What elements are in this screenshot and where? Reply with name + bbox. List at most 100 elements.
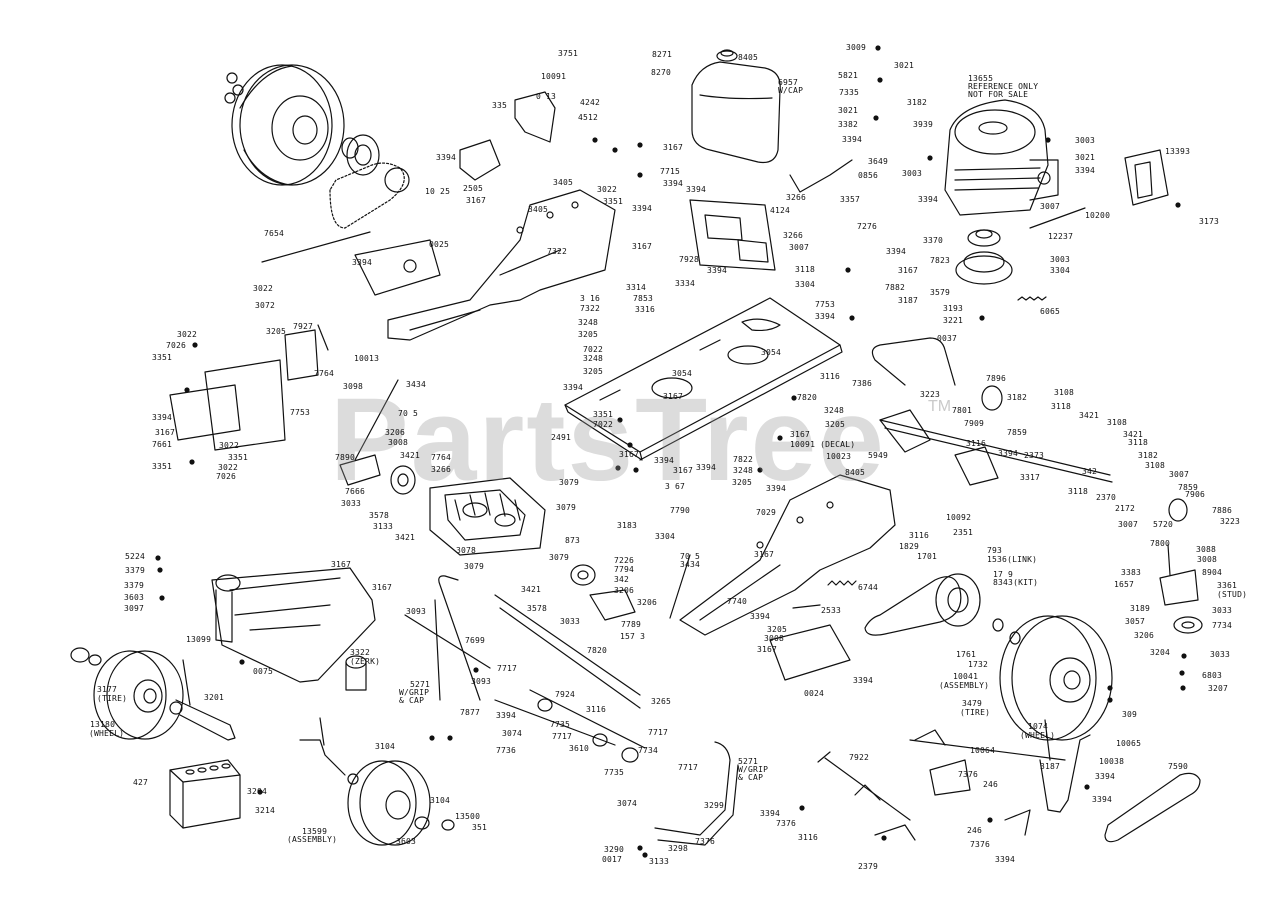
chain-sprocket-small — [384, 167, 410, 193]
part-callout: 13393 — [1165, 147, 1191, 156]
part-callout: 1657 — [1114, 580, 1135, 589]
part-callout: 6803 — [1202, 671, 1223, 680]
part-callout: 1701 — [917, 552, 938, 561]
washer-left — [88, 654, 102, 666]
part-callout: 3054 — [761, 348, 782, 357]
part-callout: 3007 — [1118, 520, 1139, 529]
part-callout: 3394 — [707, 266, 728, 275]
part-callout: 3394 — [436, 153, 457, 162]
part-callout: 7927 — [293, 322, 314, 331]
part-callout: 5720 — [1153, 520, 1174, 529]
spindle-center — [299, 717, 359, 785]
part-callout: 10038 — [1099, 757, 1125, 766]
part-callout: 3394 — [496, 711, 517, 720]
part-callout: 10041 — [953, 672, 979, 681]
part-callout: 2370 — [1096, 493, 1117, 502]
rear-axle-2 — [884, 427, 1113, 483]
idler-pulley — [570, 564, 596, 586]
part-callout: 3394 — [696, 463, 717, 472]
part-callout: 7322 — [547, 247, 568, 256]
part-callout: 3394 — [766, 484, 787, 493]
part-callout: 3206 — [1134, 631, 1155, 640]
rod-long-3 — [404, 614, 491, 669]
part-callout: 8343(KIT) — [993, 578, 1039, 587]
part-callout: 7717 — [648, 728, 669, 737]
part-callout: 3421 — [1079, 411, 1100, 420]
part-callout: 3167 — [790, 430, 811, 439]
part-callout: 3167 — [754, 550, 775, 559]
rear-pulley-right — [1168, 498, 1188, 522]
deck-belt — [1104, 772, 1201, 843]
part-callout: 427 — [133, 778, 149, 787]
part-callout: 2379 — [858, 862, 879, 871]
part-callout: 7823 — [930, 256, 951, 265]
part-callout: 3204 — [1150, 648, 1171, 657]
part-callout: 10 25 — [425, 187, 451, 196]
part-callout: 7026 — [166, 341, 187, 350]
part-callout: 3266 — [786, 193, 807, 202]
part-callout: (TIRE) — [97, 694, 128, 703]
drive-belt — [864, 576, 962, 636]
part-callout: 13655 — [968, 74, 994, 83]
part-callout: 3223 — [1220, 517, 1241, 526]
part-callout: 3351 — [593, 410, 614, 419]
part-callout: 7909 — [964, 419, 985, 428]
part-callout: 7764 — [431, 453, 452, 462]
part-callout: 3223 — [920, 390, 941, 399]
part-callout: 5224 — [125, 552, 146, 561]
part-callout: 3603 — [124, 593, 145, 602]
fuel-line — [789, 159, 853, 193]
part-callout: 7376 — [970, 840, 991, 849]
part-callout: 3182 — [907, 98, 928, 107]
wheel-lug-nuts — [224, 72, 244, 104]
part-callout: 7790 — [670, 506, 691, 515]
spring-6744 — [827, 580, 857, 586]
part-callout: 3298 — [668, 844, 689, 853]
part-callout: 3421 — [395, 533, 416, 542]
part-callout: & CAP — [738, 773, 764, 782]
part-callout: 309 — [1122, 710, 1138, 719]
part-callout: 7022 — [583, 345, 604, 354]
part-callout: 7590 — [1168, 762, 1189, 771]
part-callout: 7906 — [1185, 490, 1206, 499]
part-callout: 3394 — [663, 179, 684, 188]
part-callout: 3116 — [798, 833, 819, 842]
brake-assembly — [1159, 544, 1203, 634]
part-callout: 3405 — [528, 205, 549, 214]
part-callout: 3206 — [614, 586, 635, 595]
lift-arm-2 — [1044, 719, 1051, 761]
part-callout: 3022 — [219, 441, 240, 450]
front-axle — [211, 567, 376, 691]
part-callout: 7789 — [621, 620, 642, 629]
part-callout: 3007 — [1169, 470, 1190, 479]
part-callout: 3394 — [750, 612, 771, 621]
part-callout: 2491 — [551, 433, 572, 442]
part-callout: 3205 — [732, 478, 753, 487]
part-callout: 3939 — [913, 120, 934, 129]
part-callout: 3394 — [1095, 772, 1116, 781]
part-callout: 3207 — [1208, 684, 1229, 693]
part-callout: 3394 — [886, 247, 907, 256]
part-callout: 7736 — [496, 746, 517, 755]
part-callout: 0017 — [602, 855, 623, 864]
part-callout: 3205 — [266, 327, 287, 336]
part-callout: 3088 — [1196, 545, 1217, 554]
part-callout: 3057 — [1125, 617, 1146, 626]
part-callout: 17 9 — [993, 570, 1014, 579]
part-callout: 3118 — [1068, 487, 1089, 496]
part-callout: 3133 — [649, 857, 670, 866]
part-callout: 13180 — [90, 720, 116, 729]
part-callout: 3167 — [466, 196, 487, 205]
part-callout: 5821 — [838, 71, 859, 80]
part-callout: 0 13 — [536, 92, 557, 101]
part-callout: 3351 — [152, 462, 173, 471]
part-callout: 6065 — [1040, 307, 1061, 316]
part-callout: 342 — [614, 575, 630, 584]
part-callout: 2351 — [953, 528, 974, 537]
part-callout: 3079 — [556, 503, 577, 512]
part-callout: 7801 — [952, 406, 973, 415]
part-callout: 3751 — [558, 49, 579, 58]
part-callout: 3079 — [559, 478, 580, 487]
part-callout: 2172 — [1115, 504, 1136, 513]
part-callout: 3322 — [350, 648, 371, 657]
